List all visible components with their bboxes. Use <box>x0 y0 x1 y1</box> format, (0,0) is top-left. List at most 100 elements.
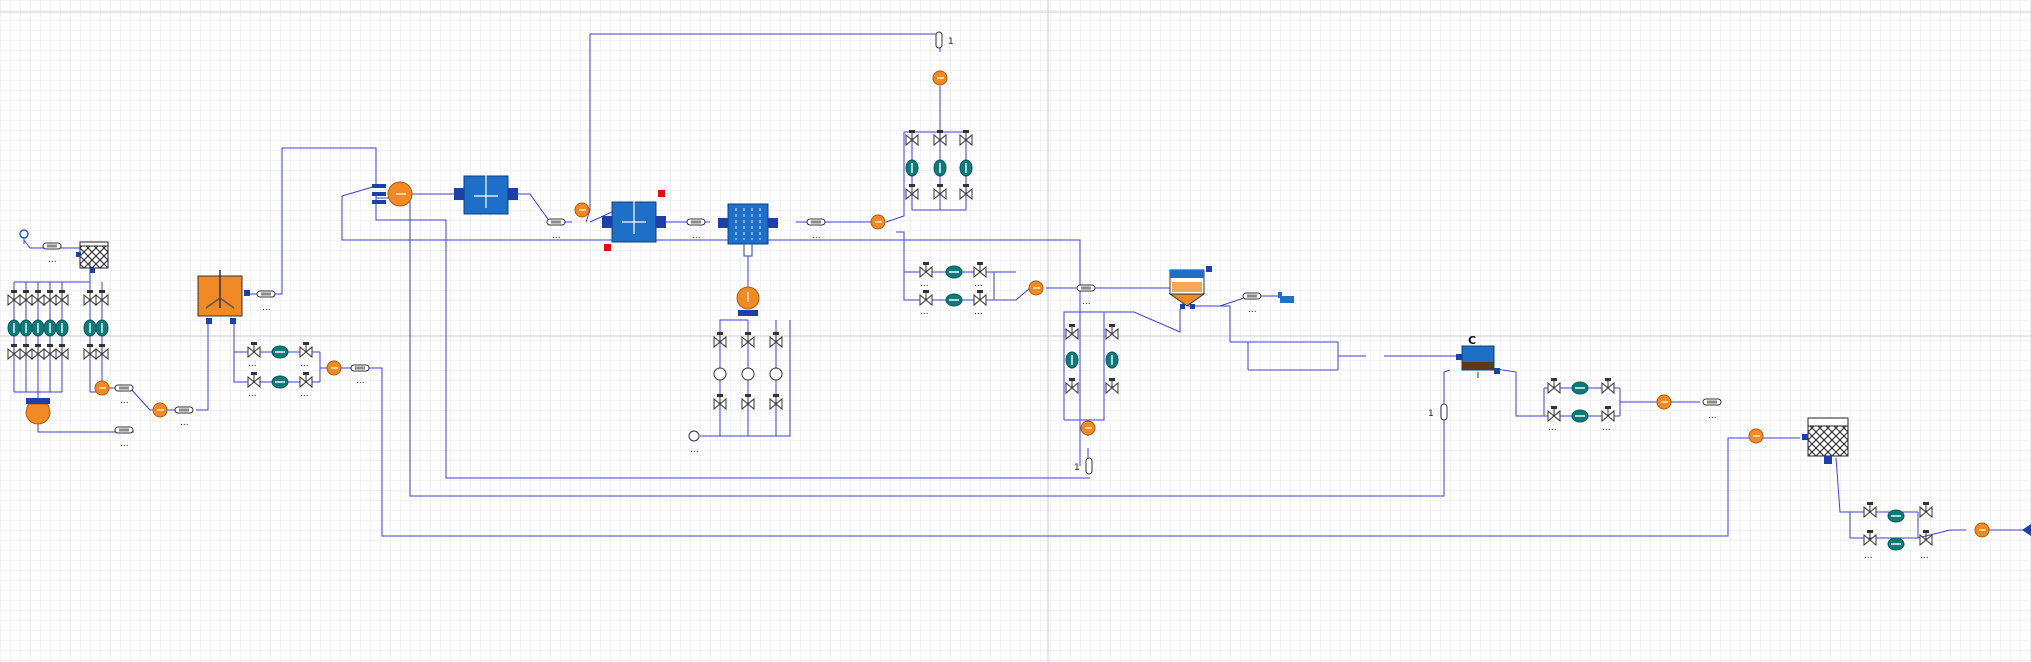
reactor-icon[interactable] <box>454 170 518 215</box>
flowmeter-icon[interactable] <box>945 293 963 307</box>
pipe-segment[interactable] <box>1242 292 1262 300</box>
valve-bank-membrane <box>713 331 783 410</box>
flow-index-label: 1 <box>948 37 954 47</box>
param-label: ... <box>812 231 821 241</box>
upper-valve-stack: 1 <box>905 31 973 200</box>
flowmeter-icon[interactable] <box>19 319 33 337</box>
hatched-filter-icon[interactable] <box>76 241 109 273</box>
flowmeter-icon[interactable] <box>959 159 973 177</box>
sink-icon[interactable] <box>2022 524 2031 536</box>
settler-icon[interactable] <box>1168 266 1212 309</box>
param-label: ... <box>300 359 309 369</box>
pipe-segment[interactable] <box>256 290 276 298</box>
pump-cluster-icon[interactable] <box>736 286 760 316</box>
alarm-indicator[interactable] <box>658 190 665 197</box>
flowmeter-icon[interactable] <box>271 375 289 389</box>
pipe-segment[interactable] <box>935 31 943 49</box>
param-label: ... <box>1548 423 1557 433</box>
pump-icon[interactable] <box>932 70 948 86</box>
param-label: ... <box>1708 411 1717 421</box>
pump-icon[interactable] <box>1656 394 1672 410</box>
pipe-segment[interactable] <box>114 426 134 434</box>
pipe-segment[interactable] <box>546 218 566 226</box>
valve-bank-column: ... ... <box>1547 377 1615 433</box>
pipe-segment[interactable] <box>1076 284 1096 292</box>
param-label: ... <box>920 279 929 289</box>
pipe-segment[interactable] <box>1440 403 1448 421</box>
pump-icon[interactable] <box>326 360 342 376</box>
pump-icon[interactable] <box>1028 280 1044 296</box>
pump-icon[interactable] <box>574 202 590 218</box>
membrane-icon[interactable] <box>718 203 778 257</box>
param-label: ... <box>920 307 929 317</box>
pipe-segment[interactable] <box>174 406 194 414</box>
valve-bank-final: ... ... <box>1863 501 1933 561</box>
flowmeter-icon[interactable] <box>1887 509 1905 523</box>
param-label: ... <box>120 396 129 406</box>
flowmeter-icon[interactable] <box>43 319 57 337</box>
sink-icon[interactable] <box>688 430 700 442</box>
pipe-segment[interactable] <box>42 242 62 250</box>
flow-index-label: 1 <box>1074 463 1080 473</box>
flowmeter-icon[interactable] <box>1571 381 1589 395</box>
pipe-segment[interactable] <box>1085 457 1093 475</box>
param-label: ... <box>120 439 129 449</box>
pipe-segment[interactable] <box>806 218 826 226</box>
flowmeter-icon[interactable] <box>95 319 109 337</box>
pump-icon[interactable] <box>1748 428 1764 444</box>
flowmeter-icon[interactable] <box>945 265 963 279</box>
param-label: ... <box>248 389 257 399</box>
flowmeter-icon[interactable] <box>55 319 69 337</box>
param-label: ... <box>180 418 189 428</box>
pump-icon[interactable] <box>152 402 168 418</box>
pump-icon[interactable] <box>870 214 886 230</box>
alarm-indicator[interactable] <box>604 244 611 251</box>
outlet-icon[interactable] <box>1278 292 1294 303</box>
flowmeter-icon[interactable] <box>83 319 97 337</box>
param-label: ... <box>974 307 983 317</box>
pipe-segment[interactable] <box>350 364 370 372</box>
valve-bank-settler: ... ... ... ... <box>919 261 987 317</box>
gauge-icon[interactable] <box>713 367 727 381</box>
param-label: ... <box>552 231 561 241</box>
flowmeter-icon[interactable] <box>1571 409 1589 423</box>
gauge-icon[interactable] <box>769 367 783 381</box>
param-label: ... <box>356 376 365 386</box>
gauge-icon[interactable] <box>741 367 755 381</box>
pump-cluster-icon[interactable] <box>372 181 413 207</box>
param-label: ... <box>1602 423 1611 433</box>
flow-index-label: 1 <box>1428 409 1434 419</box>
param-label: ... <box>692 231 701 241</box>
flowmeter-icon[interactable] <box>7 319 21 337</box>
pipe-segment[interactable] <box>686 218 706 226</box>
flowmeter-icon[interactable] <box>1887 537 1905 551</box>
flowmeter-icon[interactable] <box>1065 351 1079 369</box>
column-tag: C <box>1468 334 1476 347</box>
param-label: ... <box>248 359 257 369</box>
flowmeter-icon[interactable] <box>933 159 947 177</box>
param-label: ... <box>1248 305 1257 315</box>
param-label: ... <box>690 445 699 455</box>
hatched-filter-icon[interactable] <box>1802 417 1849 464</box>
param-label: ... <box>974 279 983 289</box>
pipe-segment[interactable] <box>1702 398 1722 406</box>
pump-icon[interactable] <box>1974 522 1990 538</box>
flowmeter-icon[interactable] <box>31 319 45 337</box>
column-icon[interactable] <box>1456 345 1500 378</box>
param-label: ... <box>262 303 271 313</box>
flowmeter-icon[interactable] <box>1105 351 1119 369</box>
param-label: ... <box>300 389 309 399</box>
source-icon[interactable] <box>19 229 29 244</box>
stirred-tank-icon[interactable] <box>197 270 250 324</box>
pipe-segment[interactable] <box>114 384 134 392</box>
multi-pump-icon[interactable] <box>25 398 51 425</box>
flowmeter-icon[interactable] <box>271 345 289 359</box>
pump-icon[interactable] <box>1080 420 1096 436</box>
reactor-icon[interactable] <box>602 196 666 243</box>
pump-icon[interactable] <box>94 380 110 396</box>
param-label: ... <box>1864 551 1873 561</box>
param-label: ... <box>1920 551 1929 561</box>
flowmeter-icon[interactable] <box>905 159 919 177</box>
